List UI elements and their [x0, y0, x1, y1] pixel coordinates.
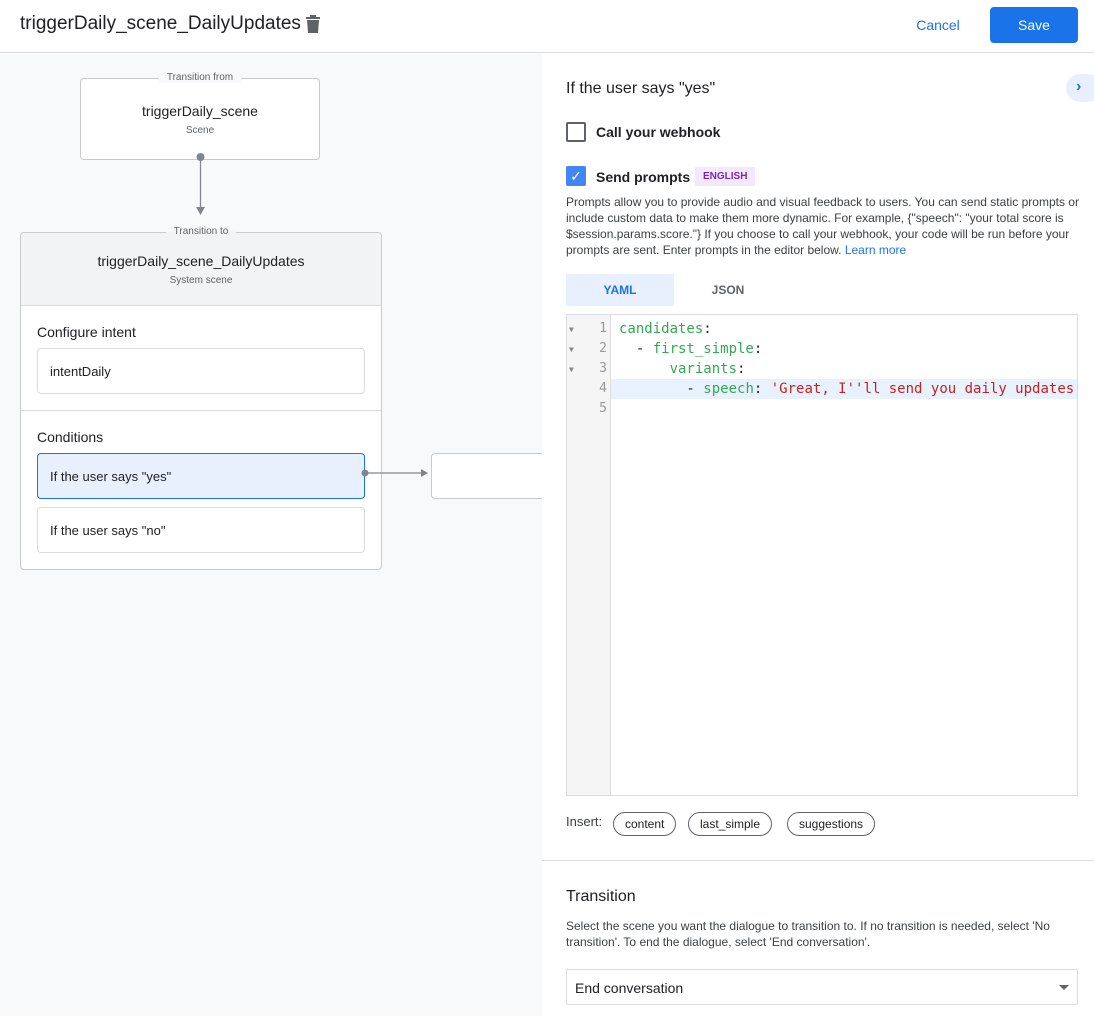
- transition-select[interactable]: End conversation: [566, 969, 1078, 1005]
- insert-chip-suggestions[interactable]: suggestions: [787, 812, 876, 836]
- insert-label: Insert:: [566, 814, 603, 829]
- line-number: 3: [599, 361, 607, 376]
- line-number: 5: [599, 401, 607, 416]
- description-text: Prompts allow you to provide audio and v…: [566, 195, 1079, 257]
- node-type: Scene: [185, 125, 215, 136]
- tab-json[interactable]: JSON: [711, 283, 745, 297]
- code-editor[interactable]: ▼ ▼ ▼ 1 2 3 4 5 candidates: - first_simp…: [566, 314, 1078, 796]
- intent-item[interactable]: intentDaily: [37, 348, 365, 394]
- check-icon: ✓: [570, 168, 582, 184]
- header: triggerDaily_scene_DailyUpdates Cancel S…: [0, 0, 1094, 53]
- conditions-label: Conditions: [37, 429, 104, 445]
- code-line: - speech: 'Great, I''ll send you daily u…: [619, 381, 1077, 397]
- save-button[interactable]: Save: [990, 7, 1078, 43]
- line-number: 1: [599, 321, 607, 336]
- line-number: 2: [599, 341, 607, 356]
- node-legend: Transition from: [158, 72, 242, 83]
- node-name: triggerDaily_scene: [142, 103, 258, 119]
- transition-description: Select the scene you want the dialogue t…: [566, 919, 1050, 949]
- dropdown-arrow-icon: [1059, 985, 1069, 990]
- code-line: candidates:: [619, 321, 712, 337]
- editor-gutter: ▼ ▼ ▼ 1 2 3 4 5: [567, 315, 611, 795]
- tab-yaml[interactable]: YAML: [566, 274, 674, 306]
- webhook-label: Call your webhook: [596, 124, 721, 140]
- insert-chip-content[interactable]: content: [613, 812, 677, 836]
- trash-icon[interactable]: [304, 14, 322, 34]
- language-badge: ENGLISH: [695, 167, 756, 186]
- target-node-placeholder[interactable]: [431, 453, 542, 499]
- chevron-right-icon[interactable]: ›: [1066, 74, 1094, 102]
- transition-from-node[interactable]: Transition from triggerDaily_scene Scene: [80, 72, 320, 160]
- prompts-checkbox[interactable]: ✓: [566, 166, 586, 186]
- prompts-label: Send prompts: [596, 169, 691, 185]
- panel-heading: If the user says "yes": [566, 80, 716, 97]
- code-line: - first_simple:: [619, 341, 763, 357]
- prompts-description: Prompts allow you to provide audio and v…: [566, 194, 1086, 258]
- code-line: variants:: [669, 361, 746, 377]
- fold-arrow-icon[interactable]: ▼: [569, 325, 574, 334]
- fold-arrow-icon[interactable]: ▼: [569, 365, 574, 374]
- learn-more-link[interactable]: Learn more: [844, 243, 907, 257]
- node-legend: Transition to: [165, 226, 237, 237]
- configure-intent-label: Configure intent: [37, 324, 136, 340]
- insert-chip-last-simple[interactable]: last_simple: [688, 812, 773, 836]
- webhook-checkbox[interactable]: [566, 122, 586, 142]
- active-line-highlight: [611, 379, 1077, 399]
- flow-canvas: Transition from triggerDaily_scene Scene…: [0, 54, 542, 1016]
- divider: [542, 860, 1094, 861]
- transition-heading: Transition: [566, 888, 636, 905]
- connector-arrow: [196, 153, 205, 215]
- condition-no[interactable]: If the user says "no": [37, 507, 365, 553]
- node-type: System scene: [169, 275, 233, 286]
- page-title: triggerDaily_scene_DailyUpdates: [20, 13, 301, 34]
- cancel-button[interactable]: Cancel: [902, 8, 974, 42]
- condition-connector-arrow: [361, 469, 428, 477]
- condition-yes[interactable]: If the user says "yes": [37, 453, 365, 499]
- transition-selected: End conversation: [575, 980, 684, 996]
- transition-to-node: Transition to triggerDaily_scene_DailyUp…: [20, 226, 382, 570]
- line-number: 4: [599, 381, 607, 396]
- condition-panel: If the user says "yes" › Call your webho…: [542, 54, 1094, 1016]
- node-name: triggerDaily_scene_DailyUpdates: [97, 253, 305, 269]
- fold-arrow-icon[interactable]: ▼: [569, 345, 574, 354]
